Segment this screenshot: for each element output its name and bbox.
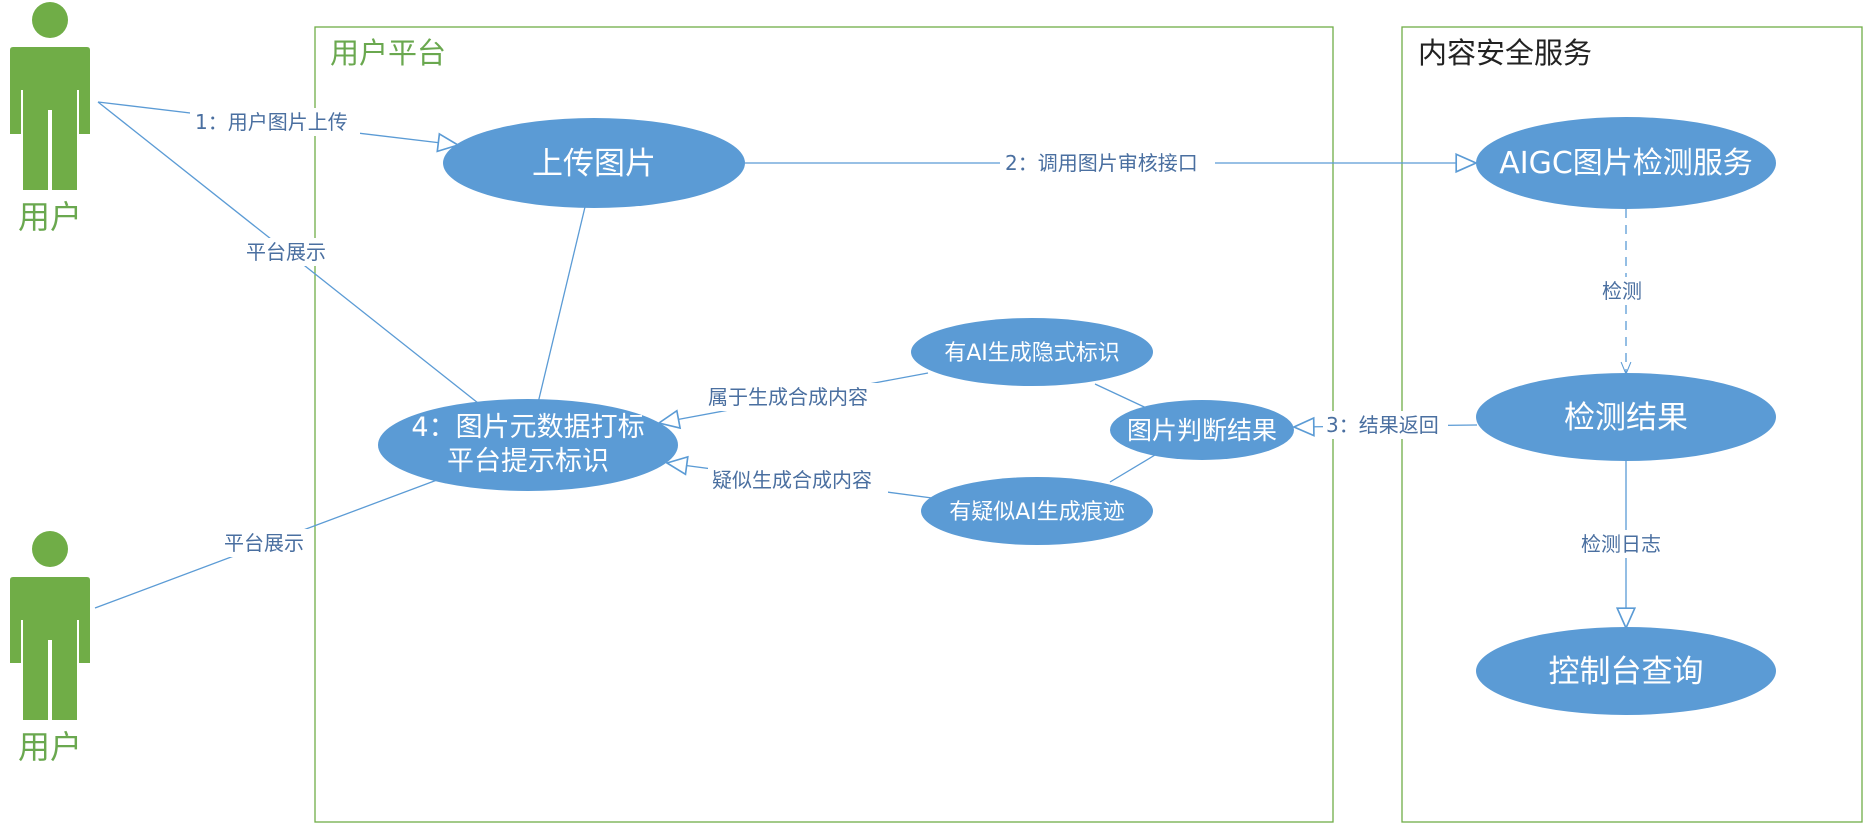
usecase-upload[interactable]: 上传图片 — [443, 118, 745, 208]
actor-user-top[interactable]: 用户 — [10, 2, 90, 236]
edge-labels: 1：用户图片上传 平台展示 平台展示 2：调用图片审核接口 检测 3：结果返回 … — [190, 108, 1673, 558]
edge-upload-to-metadata — [537, 206, 586, 404]
usecase-console-label: 控制台查询 — [1549, 654, 1704, 690]
usecase-ai-trace[interactable]: 有疑似AI生成痕迹 — [921, 477, 1153, 545]
label-detect: 检测 — [1602, 279, 1642, 303]
usecase-ai-mark-label: 有AI生成隐式标识 — [944, 341, 1120, 366]
label-call-api: 2：调用图片审核接口 — [1005, 151, 1198, 175]
label-belongs: 属于生成合成内容 — [708, 385, 868, 409]
label-suspected: 疑似生成合成内容 — [712, 468, 872, 492]
edge-trace-to-judge — [1109, 454, 1156, 483]
usecase-judge[interactable]: 图片判断结果 — [1110, 400, 1294, 460]
usecase-metadata-line1: 4：图片元数据打标 — [411, 412, 644, 443]
label-platform-show-bottom: 平台展示 — [224, 531, 304, 555]
person-icon — [10, 2, 90, 190]
connectors — [94, 101, 1626, 628]
label-platform-show-top: 平台展示 — [246, 240, 326, 264]
usecase-detect-result[interactable]: 检测结果 — [1476, 373, 1776, 461]
actor-user-bottom[interactable]: 用户 — [10, 531, 90, 766]
usecase-upload-label: 上传图片 — [532, 146, 656, 182]
label-upload-step: 1：用户图片上传 — [195, 110, 348, 134]
label-detect-log: 检测日志 — [1581, 532, 1661, 556]
usecase-aigc-service-label: AIGC图片检测服务 — [1499, 146, 1753, 181]
usecase-ai-trace-label: 有疑似AI生成痕迹 — [949, 500, 1125, 525]
usecase-ai-mark[interactable]: 有AI生成隐式标识 — [911, 318, 1153, 386]
usecase-aigc-service[interactable]: AIGC图片检测服务 — [1476, 117, 1776, 209]
usecase-metadata[interactable]: 4：图片元数据打标 平台提示标识 — [378, 399, 678, 491]
usecase-judge-label: 图片判断结果 — [1127, 416, 1277, 445]
actor-label-bottom: 用户 — [18, 728, 82, 766]
label-result-return: 3：结果返回 — [1326, 413, 1439, 437]
boundary-title-user-platform: 用户平台 — [330, 36, 446, 70]
usecase-metadata-line2: 平台提示标识 — [447, 446, 609, 477]
person-icon — [10, 531, 90, 720]
actor-label-top: 用户 — [18, 198, 82, 236]
usecase-detect-result-label: 检测结果 — [1564, 400, 1688, 436]
usecase-console[interactable]: 控制台查询 — [1476, 627, 1776, 715]
boundary-title-content-security: 内容安全服务 — [1418, 36, 1592, 70]
